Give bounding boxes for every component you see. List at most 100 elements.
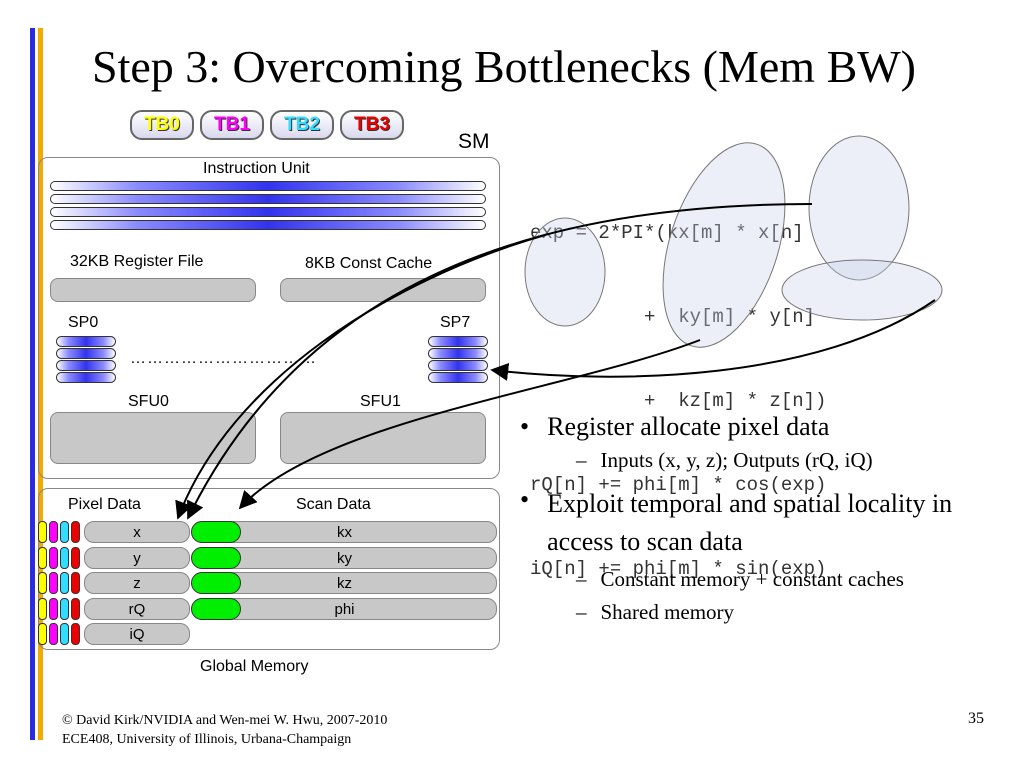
thread-block-label: TB0: [144, 114, 180, 135]
instruction-stripe: [50, 220, 486, 230]
scan-data-cell: kx: [192, 521, 497, 543]
cached-scan-chip: [191, 521, 241, 543]
thread-block-chip: [60, 547, 69, 569]
thread-block-chip: [38, 521, 47, 543]
thread-block-chip: [71, 521, 80, 543]
pixel-data-cell: y: [84, 547, 190, 569]
thread-block-label: TB2: [284, 114, 320, 135]
thread-block-chip: [38, 623, 47, 645]
code-line: rQ[n] += phi[m] * cos(exp): [530, 474, 827, 496]
thread-block-chip: [38, 547, 47, 569]
thread-block-0: TB0: [130, 110, 194, 140]
bullet-text: Exploit temporal and spatial locality in…: [547, 489, 953, 556]
pixel-data-cell: rQ: [84, 598, 190, 620]
code-line: + kz[m] * z[n]): [530, 390, 827, 412]
sp7-label: SP7: [440, 314, 471, 331]
trig-highlight: [781, 259, 943, 321]
thread-block-chip: [38, 598, 47, 620]
accent-bar-blue: [30, 28, 35, 740]
sp0-label: SP0: [68, 314, 99, 331]
cached-scan-chip: [191, 598, 241, 620]
page-number: 35: [968, 710, 984, 727]
thread-block-chip: [60, 623, 69, 645]
sub-bullet-item: – Inputs (x, y, z); Outputs (rQ, iQ): [576, 448, 990, 473]
sub-bullet-item: – Shared memory: [576, 600, 990, 625]
sp0-stripe: [56, 360, 116, 371]
thread-block-chip: [71, 572, 80, 594]
global-memory-label: Global Memory: [200, 658, 309, 675]
sm-container: [38, 157, 500, 479]
thread-block-chip: [60, 598, 69, 620]
thread-block-chip: [49, 547, 58, 569]
const-cache-label: 8KB Const Cache: [305, 255, 433, 272]
pixel-data-header: Pixel Data: [68, 496, 141, 513]
code-line: + ky[m] * y[n]: [644, 306, 816, 328]
bullet-list: • Register allocate pixel data – Inputs …: [520, 412, 990, 625]
sfu0-label: SFU0: [128, 393, 169, 410]
thread-block-chip: [49, 572, 58, 594]
cached-scan-chip: [191, 547, 241, 569]
xyz-highlight: [808, 135, 910, 281]
sp7-stripe: [428, 336, 488, 347]
instruction-stripe: [50, 207, 486, 217]
code-block: exp = 2*PI*(kx[m] * x[n] + ky[m] * y[n] …: [530, 163, 826, 611]
thread-block-label: TB1: [214, 114, 250, 135]
sub-bullet-marker: –: [576, 448, 587, 472]
scan-data-cell: kz: [192, 572, 497, 594]
instruction-stripe: [50, 181, 486, 191]
sub-bullet-text: Constant memory + constant caches: [600, 567, 904, 591]
footer-copyright: © David Kirk/NVIDIA and Wen-mei W. Hwu, …: [62, 711, 387, 749]
thread-block-chip: [49, 623, 58, 645]
bullet-item: • Exploit temporal and spatial locality …: [520, 485, 990, 561]
thread-block-label: TB3: [354, 114, 390, 135]
thread-block-chip: [71, 598, 80, 620]
arrow-scan-to-green: [238, 339, 701, 510]
arrow-xyz-to-pixel: [187, 203, 813, 520]
instruction-stripe: [50, 194, 486, 204]
thread-block-chip: [60, 521, 69, 543]
thread-block-chip: [71, 623, 80, 645]
thread-block-2: TB2: [270, 110, 334, 140]
sub-bullet-item: – Constant memory + constant caches: [576, 567, 990, 592]
bullet-text: Register allocate pixel data: [547, 412, 830, 441]
sfu1-label: SFU1: [360, 393, 401, 410]
sm-label: SM: [458, 130, 490, 153]
thread-block-chip: [71, 547, 80, 569]
register-file-block: [50, 278, 256, 302]
sub-bullet-text: Inputs (x, y, z); Outputs (rQ, iQ): [600, 448, 873, 472]
arrow-rqiq-to-pixel: [175, 234, 546, 520]
register-file-label: 32KB Register File: [70, 253, 204, 270]
slide-title: Step 3: Overcoming Bottlenecks (Mem BW): [92, 41, 917, 92]
rq-iq-highlight: [524, 217, 606, 327]
scan-data-cell: ky: [192, 547, 497, 569]
code-line: iQ[n] += phi[m] * sin(exp): [530, 558, 827, 580]
scan-data-highlight: [662, 142, 786, 348]
sub-bullet-marker: –: [576, 600, 587, 624]
sub-bullet-marker: –: [576, 567, 587, 591]
scan-data-header: Scan Data: [296, 496, 371, 513]
accent-bar-gold: [38, 28, 43, 740]
thread-block-chip: [49, 521, 58, 543]
pixel-data-cell: z: [84, 572, 190, 594]
sp7-stripe: [428, 360, 488, 371]
bullet-item: • Register allocate pixel data: [520, 412, 990, 442]
pixel-data-cell: x: [84, 521, 190, 543]
pixel-data-cell: iQ: [84, 623, 190, 645]
thread-block-1: TB1: [200, 110, 264, 140]
thread-block-chip: [38, 572, 47, 594]
sfu1-block: [280, 412, 486, 464]
global-memory-container: [38, 488, 500, 650]
sp7-stripe: [428, 372, 488, 383]
sp7-stripe: [428, 348, 488, 359]
sp0-stripe: [56, 336, 116, 347]
sp0-stripe: [56, 372, 116, 383]
thread-block-3: TB3: [340, 110, 404, 140]
code-line: exp = 2*PI*(kx[m] * x[n]: [530, 222, 804, 244]
sp-ellipsis: ……………………………: [130, 350, 317, 367]
arrow-trig-to-sfu: [490, 299, 936, 381]
thread-block-chip: [49, 598, 58, 620]
sub-bullet-text: Shared memory: [600, 600, 735, 624]
footer-line: © David Kirk/NVIDIA and Wen-mei W. Hwu, …: [62, 713, 388, 728]
bullet-marker: •: [520, 485, 530, 514]
